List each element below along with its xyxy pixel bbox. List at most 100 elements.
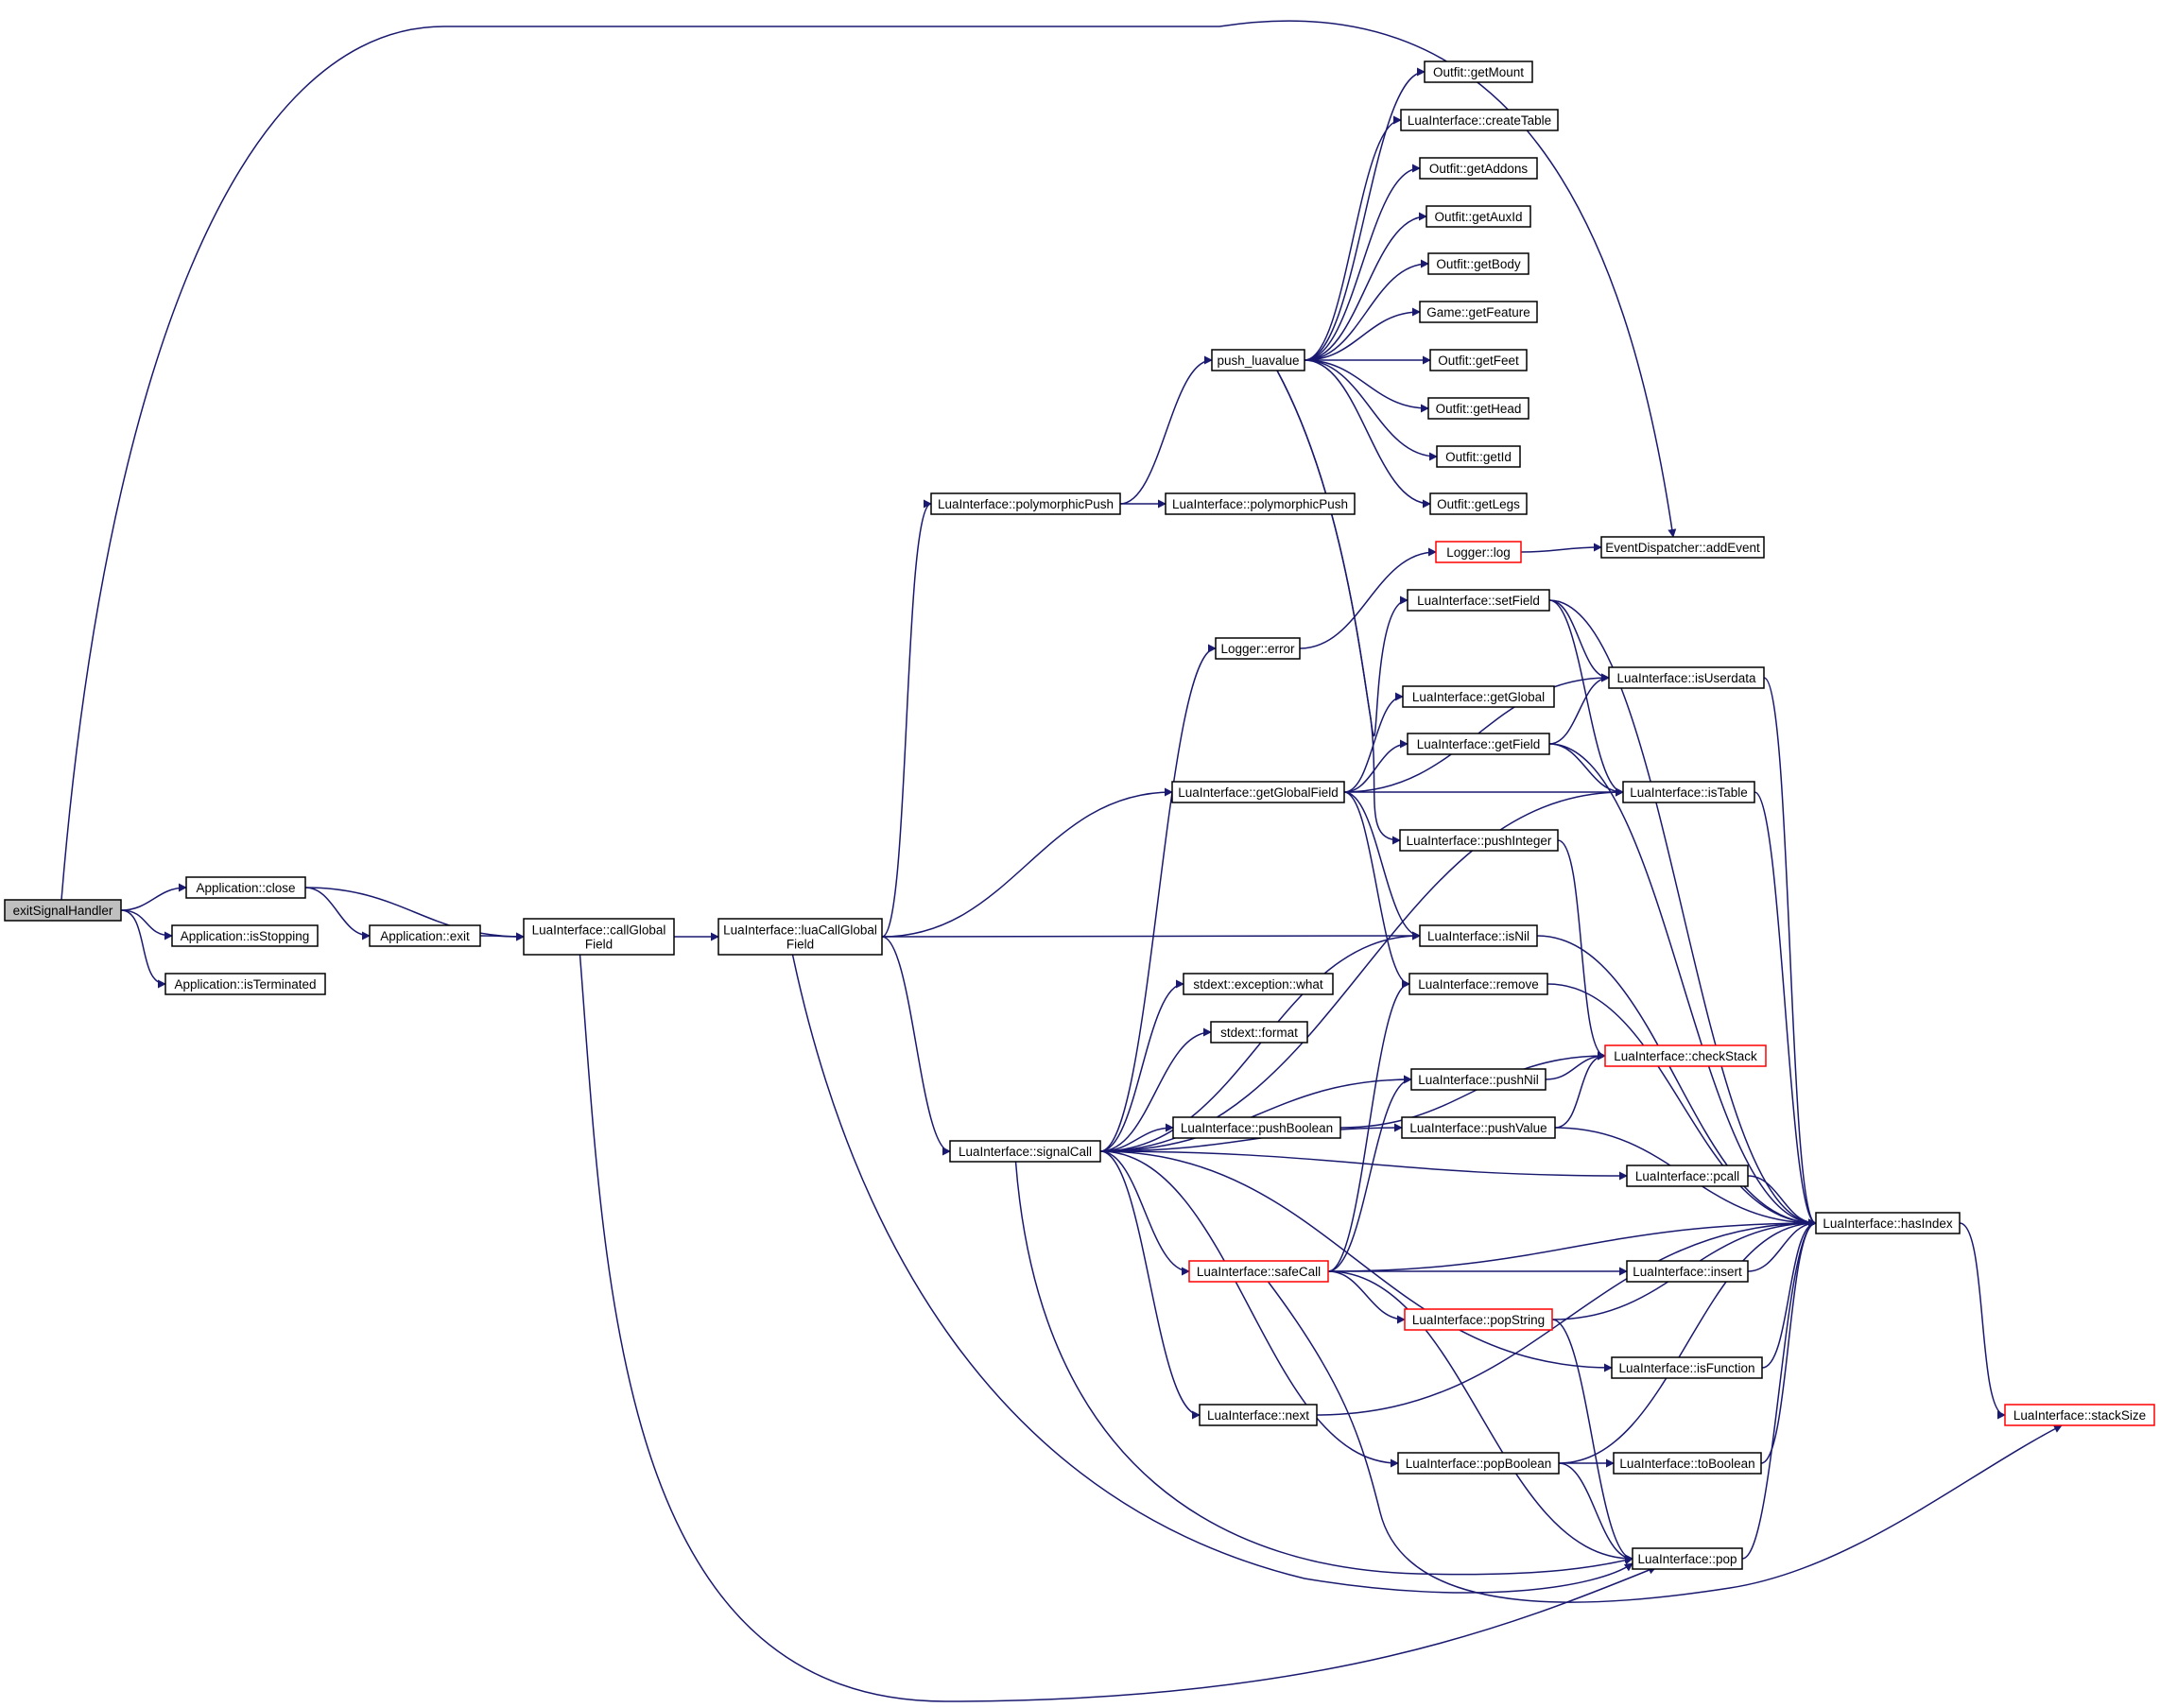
edge-li_luaCallGlobalField-to-li_isNil — [881, 931, 1421, 940]
node-label: LuaInterface::polymorphicPush — [938, 497, 1114, 511]
edge-li_callGlobalField-to-li_pop — [579, 954, 1657, 1702]
node-box — [930, 492, 1121, 515]
node-push_luavalue[interactable]: push_luavalue — [1211, 349, 1305, 371]
node-label: LuaInterface::popString — [1412, 1313, 1545, 1327]
node-li_pushInteger[interactable]: LuaInterface::pushInteger — [1399, 829, 1559, 852]
node-outfit_getHead[interactable]: Outfit::getHead — [1427, 397, 1529, 420]
node-game_getFeature[interactable]: Game::getFeature — [1419, 301, 1538, 323]
node-li_isTable[interactable]: LuaInterface::isTable — [1622, 781, 1755, 803]
node-app_close[interactable]: Application::close — [185, 876, 306, 899]
node-li_next[interactable]: LuaInterface::next — [1199, 1404, 1318, 1426]
node-app_isStopping[interactable]: Application::isStopping — [171, 924, 319, 947]
node-box — [1172, 1116, 1341, 1139]
node-box — [1622, 781, 1755, 803]
node-ed_addEvent[interactable]: EventDispatcher::addEvent — [1600, 536, 1765, 559]
node-li_getField[interactable]: LuaInterface::getField — [1407, 733, 1550, 755]
node-box — [164, 973, 326, 995]
node-exitSignalHandler[interactable]: exitSignalHandler — [4, 899, 122, 922]
edge-li_signalCall-to-stdext_format — [1099, 1027, 1212, 1152]
node-label: LuaInterface::getGlobal — [1412, 690, 1545, 704]
edge-li_isNil-to-li_hasIndex — [1536, 935, 1817, 1228]
node-li_isFunction[interactable]: LuaInterface::isFunction — [1611, 1356, 1763, 1379]
node-label: stdext::exception::what — [1193, 977, 1323, 992]
node-stdext_what[interactable]: stdext::exception::what — [1183, 973, 1334, 995]
edge-li_next-to-li_hasIndex — [1316, 1218, 1817, 1416]
edge-push_luavalue-to-outfit_getAddons — [1304, 164, 1421, 361]
node-label: LuaInterface::remove — [1418, 977, 1539, 992]
node-box — [1407, 589, 1550, 612]
node-box — [1600, 536, 1765, 559]
node-li_isUserdata[interactable]: LuaInterface::isUserdata — [1608, 666, 1765, 689]
edge-exitSignalHandler-to-app_isTerminated — [120, 909, 166, 989]
node-outfit_getMount[interactable]: Outfit::getMount — [1424, 60, 1533, 83]
node-label: LuaInterface::hasIndex — [1823, 1216, 1953, 1231]
edge-li_safeCall-to-li_pop — [1327, 1270, 1633, 1563]
node-logger_error[interactable]: Logger::error — [1215, 637, 1301, 660]
node-li_popBoolean[interactable]: LuaInterface::popBoolean — [1397, 1452, 1560, 1475]
node-li_createTable[interactable]: LuaInterface::createTable — [1400, 109, 1559, 131]
node-li_popString[interactable]: LuaInterface::popString — [1404, 1308, 1553, 1331]
node-li_signalCall[interactable]: LuaInterface::signalCall — [949, 1140, 1101, 1163]
node-label: LuaInterface::isUserdata — [1616, 671, 1756, 685]
node-li_polymorphicPush2[interactable]: LuaInterface::polymorphicPush — [1165, 492, 1356, 515]
node-stdext_format[interactable]: stdext::format — [1210, 1021, 1308, 1044]
node-box — [4, 899, 122, 922]
node-li_checkStack[interactable]: LuaInterface::checkStack — [1604, 1044, 1767, 1067]
node-li_polymorphicPush1[interactable]: LuaInterface::polymorphicPush — [930, 492, 1121, 515]
node-li_remove[interactable]: LuaInterface::remove — [1408, 973, 1548, 995]
node-outfit_getAddons[interactable]: Outfit::getAddons — [1419, 157, 1538, 180]
edge-push_luavalue-to-li_setField — [1276, 370, 1408, 737]
edge-li_pushInteger-to-li_checkStack — [1557, 839, 1606, 1061]
node-label: Logger::log — [1446, 545, 1511, 560]
node-box — [1815, 1212, 1961, 1234]
edge-push_luavalue-to-li_pushInteger — [1276, 370, 1401, 845]
node-label: LuaInterface::polymorphicPush — [1172, 497, 1348, 511]
node-label: EventDispatcher::addEvent — [1605, 541, 1760, 555]
node-label: stdext::format — [1220, 1026, 1298, 1040]
node-li_insert[interactable]: LuaInterface::insert — [1626, 1260, 1749, 1283]
edge-li_luaCallGlobalField-to-li_polymorphicPush1 — [881, 499, 932, 938]
node-li_pushNil[interactable]: LuaInterface::pushNil — [1410, 1068, 1547, 1091]
node-label: Game::getFeature — [1426, 305, 1530, 319]
node-label: push_luavalue — [1217, 354, 1299, 368]
node-outfit_getId[interactable]: Outfit::getId — [1436, 445, 1521, 468]
edges-layer — [60, 20, 2063, 1702]
node-li_getGlobal[interactable]: LuaInterface::getGlobal — [1402, 685, 1555, 708]
node-li_pop[interactable]: LuaInterface::pop — [1632, 1547, 1743, 1570]
edge-li_safeCall-to-li_remove — [1327, 979, 1410, 1272]
node-logger_log[interactable]: Logger::log — [1435, 541, 1522, 563]
node-li_isNil[interactable]: LuaInterface::isNil — [1419, 924, 1538, 947]
node-app_exit[interactable]: Application::exit — [369, 924, 481, 947]
node-label: LuaInterface::insert — [1633, 1265, 1742, 1279]
edge-li_signalCall-to-stdext_what — [1099, 979, 1184, 1152]
node-li_pushBoolean[interactable]: LuaInterface::pushBoolean — [1172, 1116, 1341, 1139]
node-label: Field — [585, 938, 613, 952]
node-li_toBoolean[interactable]: LuaInterface::toBoolean — [1613, 1452, 1762, 1475]
node-outfit_getAuxId[interactable]: Outfit::getAuxId — [1426, 205, 1531, 228]
edge-push_luavalue-to-outfit_getHead — [1304, 359, 1429, 413]
node-box — [1611, 1356, 1763, 1379]
node-li_setField[interactable]: LuaInterface::setField — [1407, 589, 1550, 612]
node-li_stackSize[interactable]: LuaInterface::stackSize — [2004, 1404, 2155, 1426]
node-box — [949, 1140, 1101, 1163]
node-li_getGlobalField[interactable]: LuaInterface::getGlobalField — [1171, 781, 1345, 803]
node-box — [1436, 445, 1521, 468]
node-li_pcall[interactable]: LuaInterface::pcall — [1626, 1165, 1749, 1187]
edge-li_insert-to-li_hasIndex — [1747, 1218, 1817, 1272]
node-outfit_getLegs[interactable]: Outfit::getLegs — [1429, 492, 1528, 515]
node-li_pushValue[interactable]: LuaInterface::pushValue — [1401, 1116, 1556, 1139]
node-box — [369, 924, 481, 947]
node-box — [2004, 1404, 2155, 1426]
node-outfit_getBody[interactable]: Outfit::getBody — [1427, 252, 1529, 275]
node-li_safeCall[interactable]: LuaInterface::safeCall — [1188, 1260, 1329, 1283]
edge-li_polymorphicPush1-to-push_luavalue — [1119, 355, 1213, 505]
node-label: LuaInterface::next — [1207, 1408, 1309, 1423]
node-li_hasIndex[interactable]: LuaInterface::hasIndex — [1815, 1212, 1961, 1234]
node-box — [523, 918, 675, 956]
edge-li_signalCall-to-li_next — [1099, 1150, 1201, 1420]
node-outfit_getFeet[interactable]: Outfit::getFeet — [1429, 349, 1528, 371]
edge-li_isFunction-to-li_hasIndex — [1761, 1218, 1817, 1369]
node-app_isTerminated[interactable]: Application::isTerminated — [164, 973, 326, 995]
